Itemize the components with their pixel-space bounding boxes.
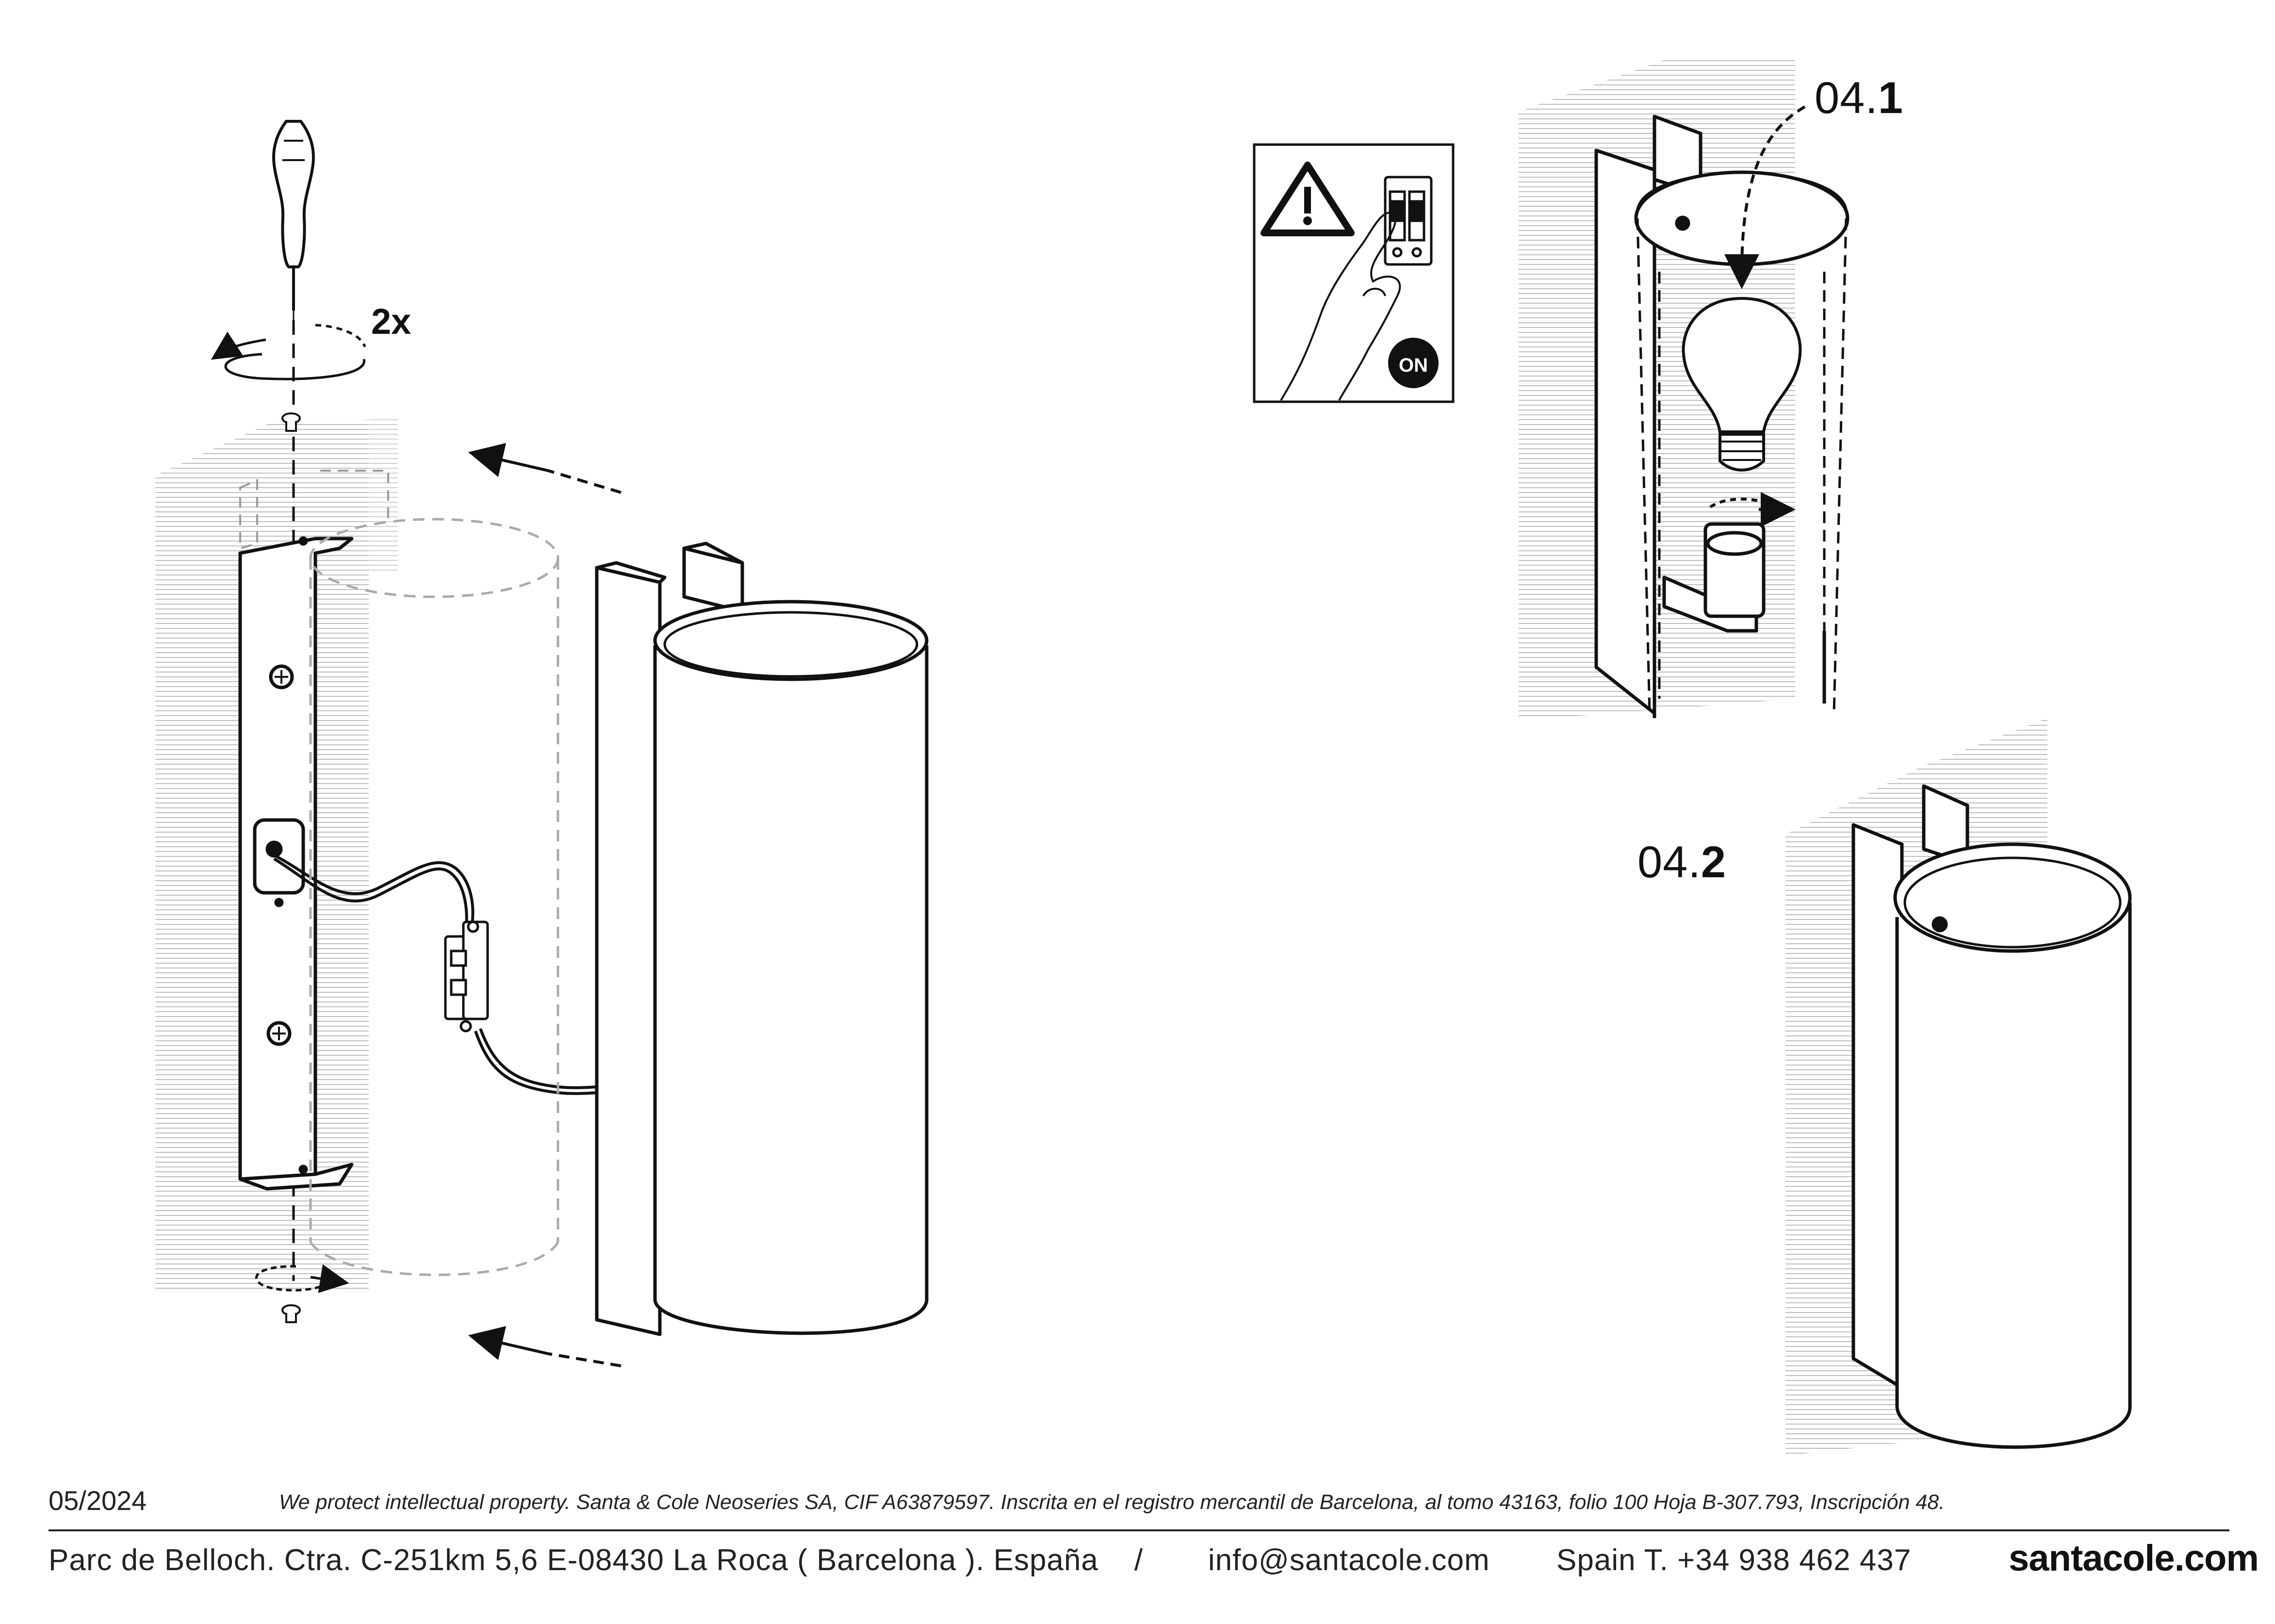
step-04-2-prefix: 04.: [1637, 837, 1701, 887]
power-cable: [271, 853, 600, 1095]
step-04-1-prefix: 04.: [1815, 73, 1878, 123]
screw-top: [281, 412, 301, 432]
step-04-2-label: 04.2: [1637, 837, 1726, 888]
power-on-text: ON: [1399, 355, 1428, 376]
light-bulb-icon: [1682, 296, 1802, 472]
step-04-1-label: 04.1: [1815, 73, 1903, 124]
shade-ghost: [309, 518, 559, 1276]
hand-icon: [1280, 212, 1401, 401]
bracket-ghost: [239, 470, 389, 550]
screw-bottom: [281, 1304, 301, 1323]
rotation-indicator-top: [211, 324, 366, 380]
power-on-badge: ON: [1388, 338, 1439, 388]
mounting-bracket: [238, 536, 354, 1191]
wall-lamp-step1: [1594, 115, 1849, 718]
wall-lamp-step2: [1851, 784, 2132, 1449]
direction-arrows: [468, 443, 622, 1367]
circuit-breaker-icon: [1384, 176, 1433, 266]
step-04-2-number: 2: [1701, 837, 1727, 887]
wall-lamp-main: [595, 541, 929, 1336]
screw-count-label: 2x: [371, 301, 411, 342]
step-04-1-number: 1: [1878, 73, 1904, 123]
rotation-indicator-bottom: [255, 1264, 349, 1293]
warning-triangle-icon: [1260, 162, 1355, 236]
screwdriver-icon: [272, 120, 315, 323]
bulb-insert-arrow: [1709, 105, 1806, 527]
terminal-block: [444, 920, 489, 1033]
